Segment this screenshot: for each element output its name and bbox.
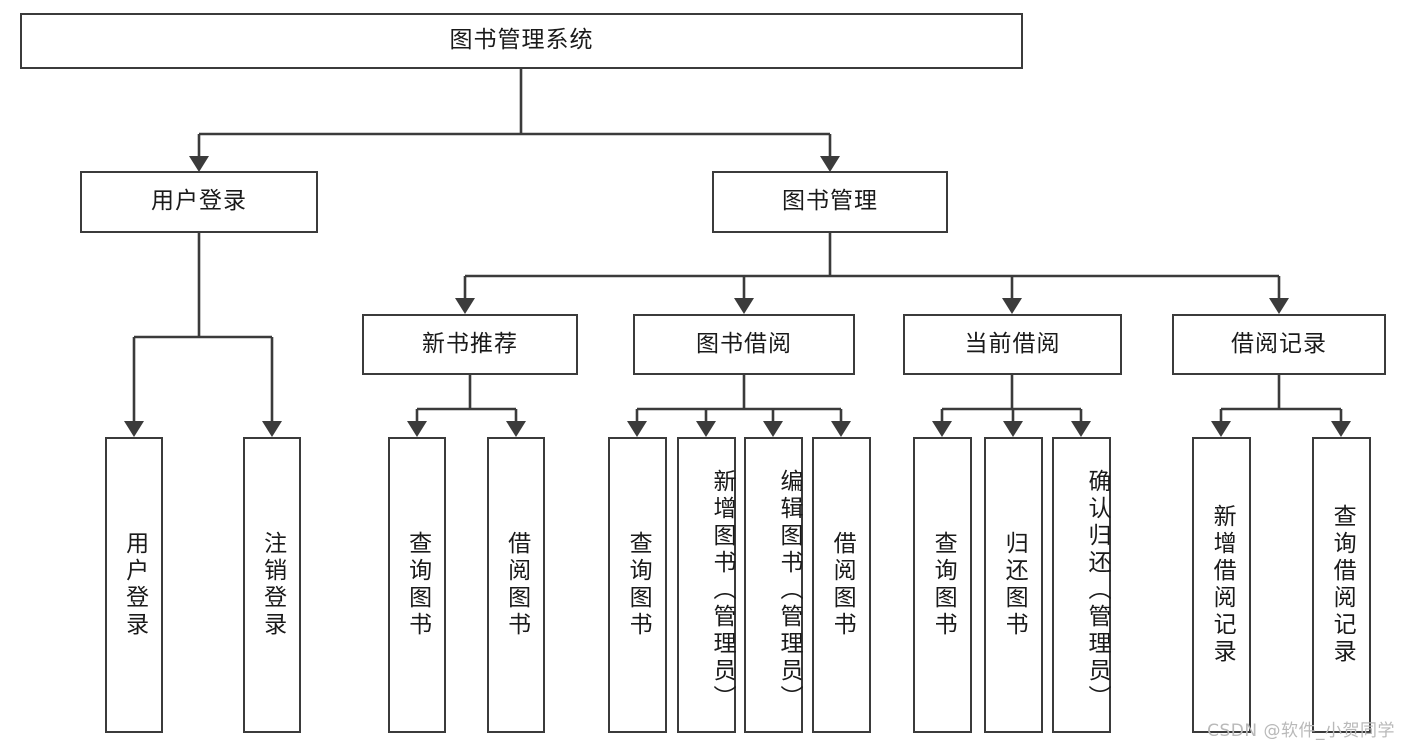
node-leaf-user-login[interactable]: 用户登录 [105,437,163,733]
node-leaf-confirm-return-admin-label: 确认归还（管理员） [1084,468,1110,712]
node-leaf-confirm-return-admin[interactable]: 确认归还（管理员） [1052,437,1111,733]
node-root[interactable]: 图书管理系统 [20,13,1023,69]
node-leaf-add-borrow-record-label: 新增借阅记录 [1209,504,1236,666]
node-leaf-edit-book-admin[interactable]: 编辑图书（管理员） [744,437,803,733]
node-borrow-record-label: 借阅记录 [1231,330,1327,357]
node-leaf-user-login-label: 用户登录 [121,531,148,639]
node-current-borrow-label: 当前借阅 [964,330,1061,357]
node-leaf-edit-book-admin-label: 编辑图书（管理员） [776,468,802,712]
node-leaf-logout-login-label: 注销登录 [259,531,286,639]
node-leaf-return-book[interactable]: 归还图书 [984,437,1043,733]
node-book-borrow-label: 图书借阅 [696,330,792,357]
node-leaf-logout-login[interactable]: 注销登录 [243,437,301,733]
node-leaf-query-book-borrow[interactable]: 查询图书 [608,437,667,733]
node-leaf-query-book-recommend-label: 查询图书 [404,531,431,639]
node-new-book-recommend[interactable]: 新书推荐 [362,314,578,375]
node-leaf-query-book-current[interactable]: 查询图书 [913,437,972,733]
node-new-book-recommend-label: 新书推荐 [422,330,518,357]
node-root-label: 图书管理系统 [449,27,594,54]
watermark-text: CSDN @软件_小贺同学 [1207,721,1395,741]
node-current-borrow[interactable]: 当前借阅 [903,314,1122,375]
node-leaf-add-borrow-record[interactable]: 新增借阅记录 [1192,437,1251,733]
node-book-borrow[interactable]: 图书借阅 [633,314,855,375]
node-leaf-query-book-borrow-label: 查询图书 [625,531,652,639]
node-leaf-borrow-book-recommend-label: 借阅图书 [503,531,530,639]
node-leaf-query-book-recommend[interactable]: 查询图书 [388,437,446,733]
node-borrow-record[interactable]: 借阅记录 [1172,314,1386,375]
node-user-login[interactable]: 用户登录 [80,171,318,233]
node-leaf-add-book-admin-label: 新增图书（管理员） [709,468,735,712]
node-leaf-add-book-admin[interactable]: 新增图书（管理员） [677,437,736,733]
node-leaf-borrow-book-label: 借阅图书 [829,531,856,639]
node-leaf-query-book-current-label: 查询图书 [930,531,957,639]
node-leaf-return-book-label: 归还图书 [1001,531,1028,639]
node-leaf-borrow-book-recommend[interactable]: 借阅图书 [487,437,545,733]
node-user-login-label: 用户登录 [151,188,247,215]
node-book-management-label: 图书管理 [782,188,878,215]
node-book-management[interactable]: 图书管理 [712,171,948,233]
node-leaf-query-borrow-record[interactable]: 查询借阅记录 [1312,437,1371,733]
node-leaf-borrow-book[interactable]: 借阅图书 [812,437,871,733]
node-leaf-query-borrow-record-label: 查询借阅记录 [1329,504,1356,666]
